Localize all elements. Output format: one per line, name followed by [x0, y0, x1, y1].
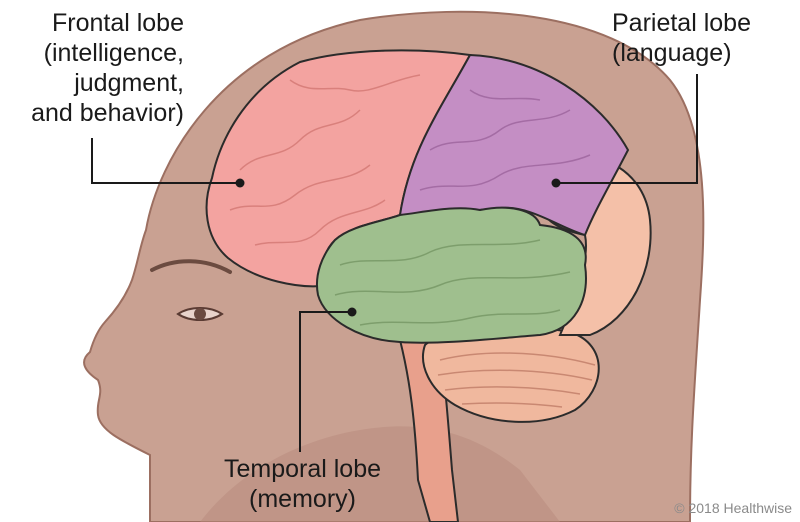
- eye-iris: [194, 308, 206, 320]
- temporal-lobe: [316, 206, 587, 344]
- temporal-lobe-title: Temporal lobe: [223, 455, 382, 483]
- parietal-lobe-desc-line-1: (language): [612, 39, 732, 67]
- temporal-gyri: [334, 239, 571, 326]
- temporal-lobe-desc-line-1: (memory): [249, 485, 356, 513]
- frontal-gyri: [229, 74, 421, 246]
- parietal-lobe: [398, 53, 630, 237]
- temporal-lobe-label: Temporal lobe (memory): [200, 454, 405, 514]
- parietal-leader-line: [556, 74, 698, 184]
- temporal-pointer-dot: [347, 307, 357, 317]
- cerebellum-folds: [437, 352, 596, 408]
- temporal-leader-line: [299, 311, 350, 452]
- eyebrow: [150, 259, 232, 274]
- parietal-pointer-dot: [551, 178, 561, 188]
- frontal-pointer-dot: [235, 178, 245, 188]
- parietal-gyri: [419, 89, 591, 191]
- copyright-notice: © 2018 Healthwise: [674, 500, 792, 516]
- frontal-lobe-title: Frontal lobe: [51, 9, 184, 37]
- parietal-lobe-label: Parietal lobe (language): [612, 8, 792, 68]
- leader-lines: [91, 74, 698, 452]
- head-shading: [200, 426, 560, 522]
- frontal-leader-line: [91, 138, 240, 184]
- frontal-lobe-desc-line-2: judgment,: [74, 69, 184, 97]
- frontal-lobe-desc-line-3: and behavior): [31, 99, 184, 127]
- frontal-lobe-desc-line-1: (intelligence,: [43, 39, 184, 67]
- parietal-lobe-title: Parietal lobe: [612, 9, 751, 37]
- frontal-lobe-label: Frontal lobe (intelligence, judgment, an…: [8, 8, 184, 128]
